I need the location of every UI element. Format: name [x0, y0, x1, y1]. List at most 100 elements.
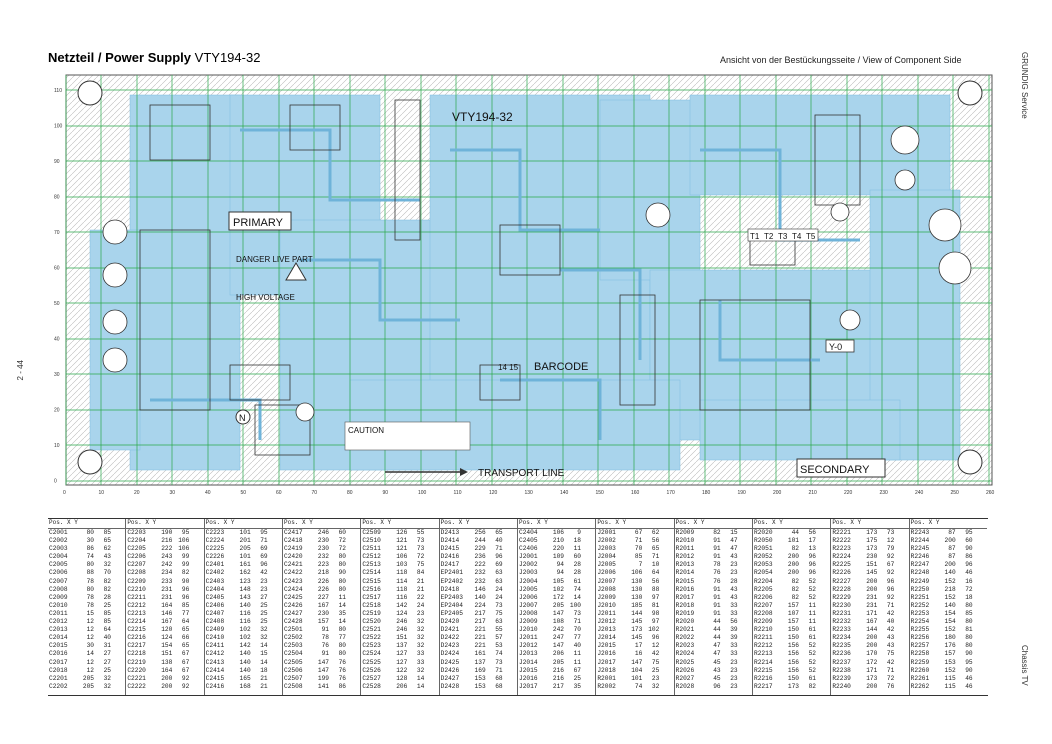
pos-x: 124: [396, 609, 408, 617]
pos-y: 13: [808, 545, 816, 553]
part-ref: C2216: [127, 634, 146, 642]
part-ref: C2513: [362, 561, 381, 569]
x-tick-label: 220: [844, 490, 853, 496]
part-ref: C2427: [284, 609, 303, 617]
pos-x: 210: [552, 537, 564, 545]
pos-x: 226: [317, 577, 329, 585]
pos-y: 32: [416, 642, 425, 650]
pos-x: 80: [86, 585, 94, 593]
pos-x: 150: [787, 634, 799, 642]
part-ref: R2002: [597, 682, 616, 690]
part-ref: C2506: [284, 666, 303, 674]
pos-x: 127: [396, 658, 408, 666]
part-ref: C2005: [49, 561, 68, 569]
pos-x: 162: [239, 569, 251, 577]
part-ref: D2417: [440, 561, 460, 569]
pos-x: 145: [631, 634, 643, 642]
y-tick-label: 40: [54, 337, 60, 343]
part-ref: C2009: [49, 593, 68, 601]
pos-y: 81: [651, 601, 660, 609]
pos-y: 60: [338, 529, 346, 536]
pos-x: 120: [161, 626, 173, 634]
part-ref: R2208: [754, 609, 773, 617]
pos-y: 25: [103, 666, 111, 674]
title-model: VTY194-32: [194, 50, 261, 65]
pos-x: 67: [634, 529, 643, 536]
x-tick-label: 260: [986, 490, 995, 496]
part-ref: J2005: [597, 561, 616, 569]
part-ref: R2020: [754, 529, 773, 536]
pos-y: 43: [730, 585, 738, 593]
part-ref: C2004: [49, 553, 68, 561]
pos-x: 236: [474, 553, 486, 561]
part-ref: C2409: [205, 626, 225, 634]
pos-y: 72: [416, 553, 425, 561]
part-ref: C2520: [362, 618, 381, 626]
x-tick-label: 190: [738, 490, 747, 496]
pos-y: 46: [965, 674, 973, 682]
pos-y: 67: [181, 650, 190, 658]
pos-y: 62: [103, 545, 111, 553]
pos-x: 137: [474, 658, 486, 666]
pos-y: 40: [573, 642, 581, 650]
board-model-label: VTY194-32: [452, 110, 513, 124]
pos-x: 205: [552, 658, 564, 666]
pos-x: 85: [634, 553, 643, 561]
pos-y: 82: [181, 569, 190, 577]
x-tick-label: 210: [809, 490, 818, 496]
warning-icon: [285, 262, 307, 281]
pos-y: 99: [181, 561, 190, 569]
pos-y: 55: [495, 626, 503, 634]
pos-y: 25: [573, 674, 581, 682]
part-ref: C2410: [205, 634, 225, 642]
pos-x: 150: [787, 626, 799, 634]
pos-x: 122: [396, 666, 408, 674]
part-ref: C2519: [362, 609, 381, 617]
part-ref: R2256: [910, 634, 930, 642]
pos-y: 35: [573, 682, 581, 690]
x-tick-label: 20: [134, 490, 140, 496]
pos-y: 84: [416, 569, 425, 577]
pos-x: 124: [161, 634, 173, 642]
part-ref: D2418: [440, 585, 460, 593]
pos-x: 205: [552, 601, 564, 609]
part-ref: J2001: [597, 529, 616, 536]
x-tick-label: 200: [773, 490, 782, 496]
part-ref: R2211: [754, 634, 773, 642]
pos-y: 72: [338, 537, 346, 545]
pos-y: 18: [965, 593, 973, 601]
pos-y: 68: [495, 682, 503, 690]
part-ref: R2231: [832, 609, 851, 617]
pos-y: 32: [416, 634, 425, 642]
pos-x: 172: [552, 593, 564, 601]
pos-y: 96: [886, 585, 895, 593]
pos-y: 11: [338, 593, 346, 601]
pos-y: 42: [886, 609, 895, 617]
pos-y: 47: [730, 537, 738, 545]
t5-label: T5: [806, 232, 816, 241]
part-ref: R2245: [910, 545, 930, 553]
